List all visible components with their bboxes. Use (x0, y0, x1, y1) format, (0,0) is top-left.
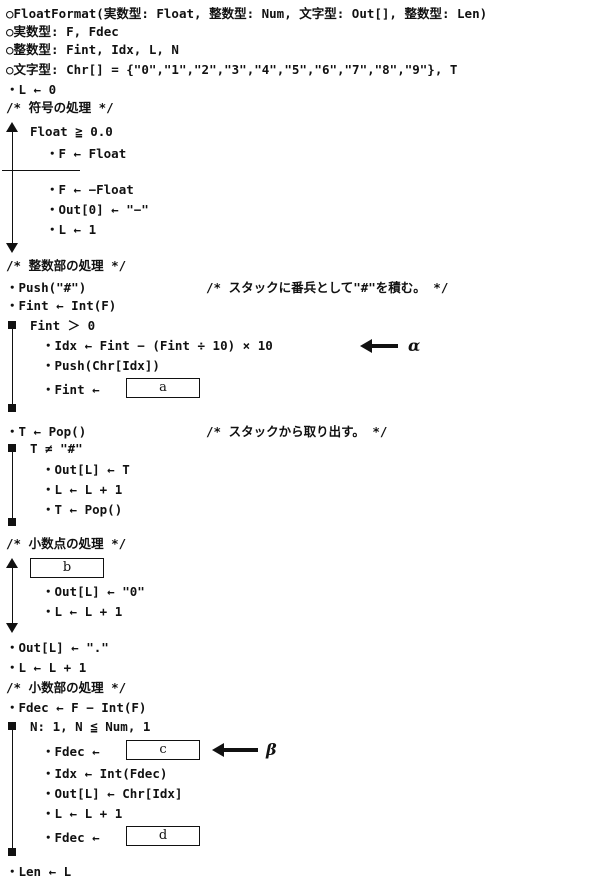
selection-bottom-triangle (6, 243, 18, 253)
beta-arrow-head (212, 743, 224, 757)
selection2-line (12, 568, 13, 624)
loop1-line (12, 325, 13, 410)
cond-fint-positive: Fint ＞ 0 (30, 318, 96, 333)
cond-float-nonneg: Float ≧ 0.0 (30, 124, 113, 139)
beta-arrow-shaft (222, 748, 258, 752)
stmt-fdec-init: ・Fdec ← F − Int(F) (6, 700, 147, 715)
comment-pop: /* スタックから取り出す。 */ (206, 424, 388, 439)
stmt-l-inc2: ・L ← L + 1 (42, 604, 123, 619)
stmt-l-one: ・L ← 1 (46, 222, 97, 237)
stmt-fdec-d: ・Fdec ← (42, 830, 100, 845)
alpha-arrow-head (360, 339, 372, 353)
blank-d: d (126, 826, 200, 846)
stmt-push-digit: ・Push(Chr[Idx]) (42, 358, 160, 373)
proc-header: ○FloatFormat(実数型: Float, 整数型: Num, 文字型: … (6, 6, 488, 21)
stmt-out-dot: ・Out[L] ← "." (6, 640, 109, 655)
stmt-fint-assign: ・Fint ← (42, 382, 100, 397)
stmt-l-init: ・L ← 0 (6, 82, 57, 97)
alpha-marker: α (408, 336, 421, 355)
loop3-line (12, 726, 13, 850)
cond-n-loop: N: 1, N ≦ Num, 1 (30, 719, 151, 734)
selection2-bottom-triangle (6, 623, 18, 633)
loop2-line (12, 448, 13, 522)
selection2-top-triangle (6, 558, 18, 568)
stmt-l-inc3: ・L ← L + 1 (6, 660, 87, 675)
stmt-l-inc4: ・L ← L + 1 (42, 806, 123, 821)
stmt-f-negfloat: ・F ← −Float (46, 182, 134, 197)
stmt-l-inc1: ・L ← L + 1 (42, 482, 123, 497)
blank-b: b (30, 558, 104, 578)
stmt-f-float: ・F ← Float (46, 146, 127, 161)
beta-marker: β (266, 740, 277, 759)
stmt-idx-mod: ・Idx ← Fint − (Fint ÷ 10) × 10 (42, 338, 273, 353)
blank-c: c (126, 740, 200, 760)
comment-decimal-point: /* 小数点の処理 */ (6, 536, 127, 551)
comment-sentinel: /* スタックに番兵として"#"を積む。 */ (206, 280, 449, 295)
comment-sign: /* 符号の処理 */ (6, 100, 114, 115)
stmt-fdec-c: ・Fdec ← (42, 744, 100, 759)
stmt-t-pop2: ・T ← Pop() (42, 502, 123, 517)
stmt-t-pop: ・T ← Pop() (6, 424, 87, 439)
blank-a: a (126, 378, 200, 398)
comment-fraction: /* 小数部の処理 */ (6, 680, 127, 695)
alpha-arrow-shaft (370, 344, 398, 348)
decl-char: ○文字型: Chr[] = {"0","1","2","3","4","5","… (6, 62, 458, 77)
loop2-bottom-marker (8, 518, 16, 526)
stmt-out-t: ・Out[L] ← T (42, 462, 130, 477)
stmt-out-zero: ・Out[L] ← "0" (42, 584, 145, 599)
selection-line (12, 132, 13, 244)
selection-divider (2, 170, 80, 171)
selection-top-triangle (6, 122, 18, 132)
stmt-fint-int: ・Fint ← Int(F) (6, 298, 117, 313)
loop3-bottom-marker (8, 848, 16, 856)
loop1-bottom-marker (8, 404, 16, 412)
stmt-len-assign: ・Len ← L (6, 864, 72, 879)
stmt-out-chr: ・Out[L] ← Chr[Idx] (42, 786, 183, 801)
decl-int: ○整数型: Fint, Idx, L, N (6, 42, 179, 57)
stmt-push-sentinel: ・Push("#") (6, 280, 87, 295)
decl-real: ○実数型: F, Fdec (6, 24, 119, 39)
comment-integer: /* 整数部の処理 */ (6, 258, 127, 273)
stmt-idx-int: ・Idx ← Int(Fdec) (42, 766, 168, 781)
cond-t-not-sentinel: T ≠ "#" (30, 441, 83, 456)
stmt-out0-minus: ・Out[0] ← "−" (46, 202, 149, 217)
